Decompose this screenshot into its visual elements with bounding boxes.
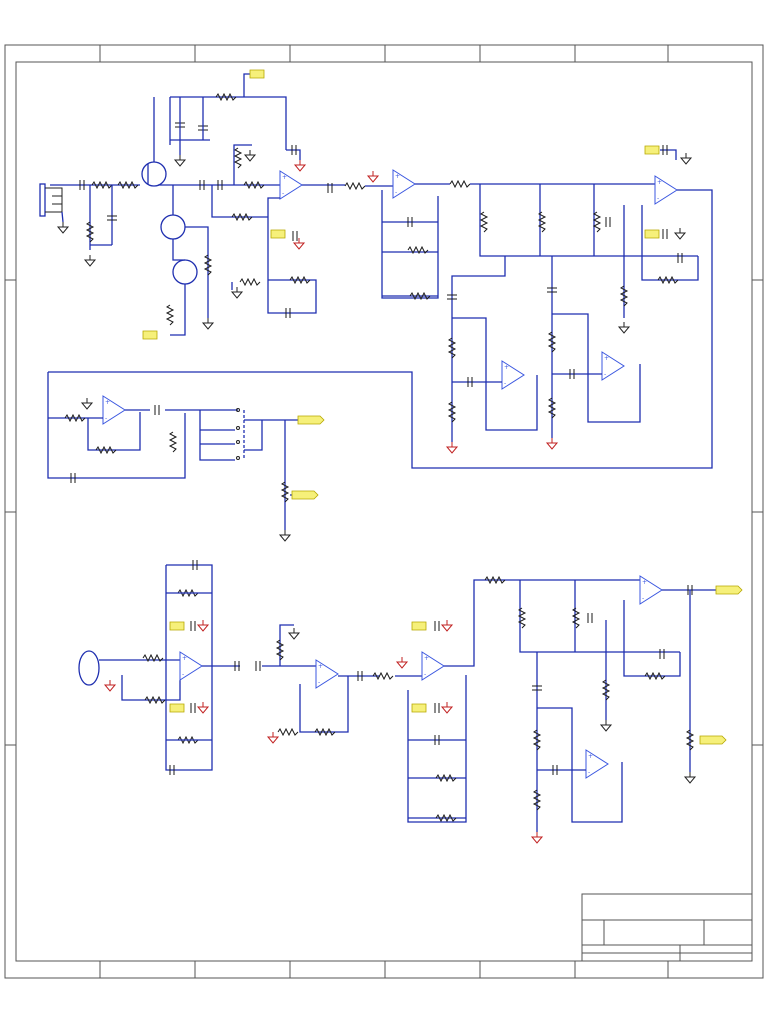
opamp-u2 — [392, 169, 416, 199]
jfet-transistor — [141, 161, 167, 187]
power-rail-symbol — [294, 159, 306, 172]
net-label-output-a — [297, 415, 325, 425]
net-label-v-minus — [644, 229, 660, 239]
input-connector — [78, 650, 100, 686]
output-stage — [47, 372, 325, 542]
opamp-u1 — [279, 170, 303, 200]
drawing-frame — [4, 44, 764, 979]
opamp-u4 — [501, 360, 525, 390]
net-label-output-b — [291, 490, 319, 500]
bjt-transistor-q2 — [172, 259, 198, 285]
opamp-u6 — [102, 395, 126, 425]
opamp-u3 — [654, 175, 678, 205]
net-label-ch2-v-minus — [169, 703, 185, 713]
net-label-ch2-v-plus — [169, 621, 185, 631]
net-label-ch2-rail-a — [411, 621, 427, 631]
net-label-ch2-output — [715, 585, 743, 595]
net-label-supply — [249, 69, 265, 79]
opamp-u8 — [315, 659, 339, 689]
opamp-u7 — [179, 651, 203, 681]
opamp-u9 — [421, 651, 445, 681]
net-label-bias-2 — [142, 330, 158, 340]
input-jack — [39, 183, 46, 217]
bjt-transistor-q1 — [160, 214, 186, 240]
opamp-u11 — [585, 749, 609, 779]
filter-bank — [48, 144, 713, 469]
opamp-u5 — [601, 351, 625, 381]
opamp-u10 — [639, 575, 663, 605]
title-block — [581, 893, 753, 962]
net-label-v-plus — [644, 145, 660, 155]
input-stage — [39, 69, 366, 340]
net-label-ch2-control — [699, 735, 727, 745]
second-channel — [78, 559, 743, 844]
net-label-bias — [270, 229, 286, 239]
ground-symbol — [57, 221, 69, 234]
net-label-ch2-rail-b — [411, 703, 427, 713]
